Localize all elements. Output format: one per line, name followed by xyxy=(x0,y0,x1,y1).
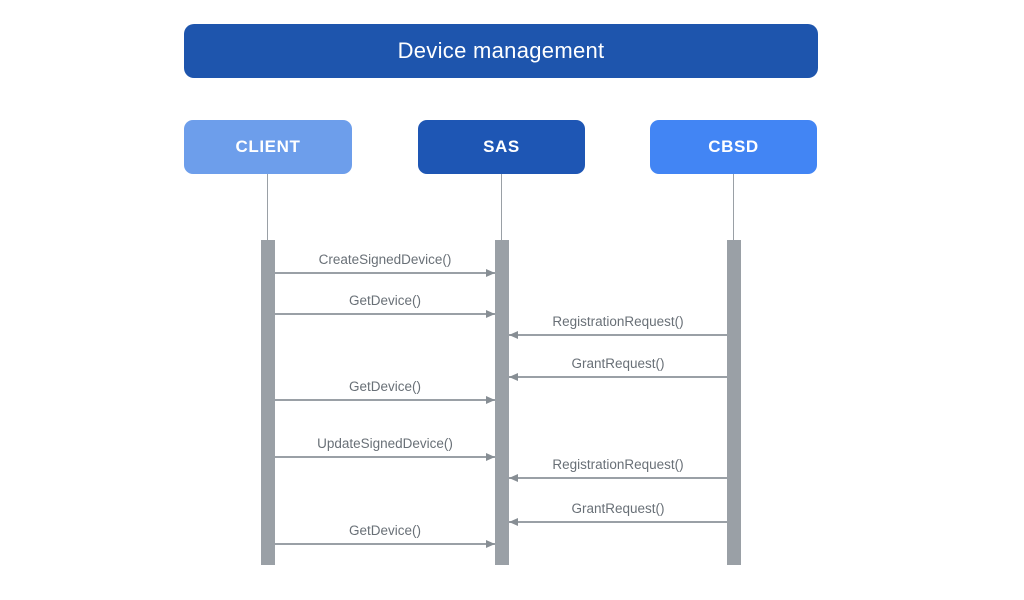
message-client-to-sas: GetDevice() xyxy=(275,519,495,548)
message-label: RegistrationRequest() xyxy=(552,313,684,329)
arrowhead-right-icon xyxy=(486,269,495,277)
arrowhead-left-icon xyxy=(509,331,518,339)
actor-sas: SAS xyxy=(418,120,585,174)
message-arrow-line xyxy=(509,376,727,378)
message-client-to-sas: GetDevice() xyxy=(275,289,495,318)
message-client-to-sas: UpdateSignedDevice() xyxy=(275,432,495,461)
message-arrow-line xyxy=(509,334,727,336)
arrowhead-left-icon xyxy=(509,518,518,526)
message-label: GetDevice() xyxy=(348,378,421,394)
lifeline-client xyxy=(267,174,268,240)
message-label: GetDevice() xyxy=(348,522,421,538)
activation-bar-client xyxy=(261,240,275,565)
arrowhead-left-icon xyxy=(509,373,518,381)
activation-bar-cbsd xyxy=(727,240,741,565)
arrowhead-left-icon xyxy=(509,474,518,482)
diagram-title-label: Device management xyxy=(397,38,605,63)
message-client-to-sas: CreateSignedDevice() xyxy=(275,248,495,277)
lifeline-cbsd xyxy=(733,174,734,240)
message-cbsd-to-sas: GrantRequest() xyxy=(509,352,727,381)
actor-sas-label: SAS xyxy=(483,137,520,156)
actor-client: CLIENT xyxy=(184,120,352,174)
message-client-to-sas: GetDevice() xyxy=(275,375,495,404)
message-label: GetDevice() xyxy=(348,292,421,308)
arrowhead-right-icon xyxy=(486,540,495,548)
message-arrow-line xyxy=(275,543,495,545)
message-label: GrantRequest() xyxy=(571,500,665,516)
arrowhead-right-icon xyxy=(486,396,495,404)
message-cbsd-to-sas: RegistrationRequest() xyxy=(509,310,727,339)
diagram-title: Device management xyxy=(184,24,818,78)
message-arrow-line xyxy=(275,399,495,401)
actor-cbsd-label: CBSD xyxy=(708,137,759,156)
message-arrow-line xyxy=(509,477,727,479)
message-label: UpdateSignedDevice() xyxy=(317,435,453,451)
message-label: GrantRequest() xyxy=(571,355,665,371)
message-arrow-line xyxy=(509,521,727,523)
activation-bar-sas xyxy=(495,240,509,565)
message-label: RegistrationRequest() xyxy=(552,456,684,472)
message-label: CreateSignedDevice() xyxy=(318,251,452,267)
message-arrow-line xyxy=(275,313,495,315)
actor-client-label: CLIENT xyxy=(235,137,301,156)
arrowhead-right-icon xyxy=(486,453,495,461)
arrowhead-right-icon xyxy=(486,310,495,318)
message-cbsd-to-sas: RegistrationRequest() xyxy=(509,453,727,482)
actor-cbsd: CBSD xyxy=(650,120,817,174)
message-cbsd-to-sas: GrantRequest() xyxy=(509,497,727,526)
message-arrow-line xyxy=(275,456,495,458)
lifeline-sas xyxy=(501,174,502,240)
message-arrow-line xyxy=(275,272,495,274)
